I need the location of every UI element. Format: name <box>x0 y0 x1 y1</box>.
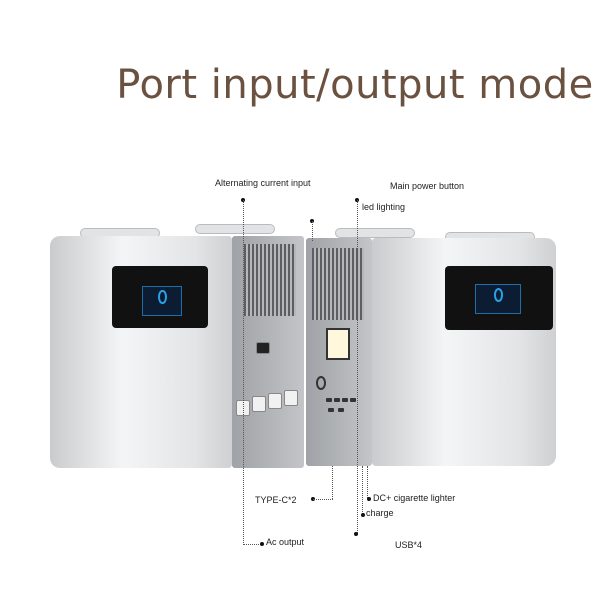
handle <box>335 228 415 238</box>
page-title: Port input/output mode <box>116 62 594 108</box>
label-usb: USB*4 <box>395 540 423 550</box>
callout-line <box>312 221 313 241</box>
callout-line <box>367 466 368 498</box>
callout-line <box>332 466 333 499</box>
lcd-display <box>142 286 182 316</box>
handle <box>195 224 275 234</box>
ac-socket <box>284 390 298 406</box>
label-ac-input: Alternating current input <box>215 178 311 188</box>
usb-port <box>342 398 348 402</box>
callout-line <box>243 200 244 545</box>
usb-port <box>334 398 340 402</box>
vents <box>244 244 296 316</box>
callout-dot <box>367 497 371 501</box>
led-light <box>326 328 350 360</box>
type-c-port <box>338 408 344 412</box>
usb-port <box>326 398 332 402</box>
vents <box>312 248 364 320</box>
callout-line <box>313 499 333 500</box>
ac-socket <box>268 393 282 409</box>
callout-dot <box>354 532 358 536</box>
label-charge: charge <box>366 508 394 518</box>
label-ac-output: Ac output <box>266 537 305 547</box>
ac-input-port <box>256 342 270 354</box>
label-dc: DC+ cigarette lighter <box>373 493 456 503</box>
callout-line <box>357 200 358 535</box>
display-panel <box>112 266 208 328</box>
callout-dot <box>361 513 365 517</box>
ac-socket <box>252 396 266 412</box>
callout-line <box>243 544 263 545</box>
label-led: led lighting <box>362 202 406 212</box>
callout-dot <box>260 542 264 546</box>
usb-port <box>350 398 356 402</box>
type-c-port <box>328 408 334 412</box>
label-main-power: Main power button <box>390 181 465 191</box>
label-type-c: TYPE-C*2 <box>255 495 297 505</box>
display-panel <box>445 266 553 330</box>
main-power-button-graphic <box>316 376 326 390</box>
callout-line <box>362 466 363 514</box>
lcd-display <box>475 284 521 314</box>
